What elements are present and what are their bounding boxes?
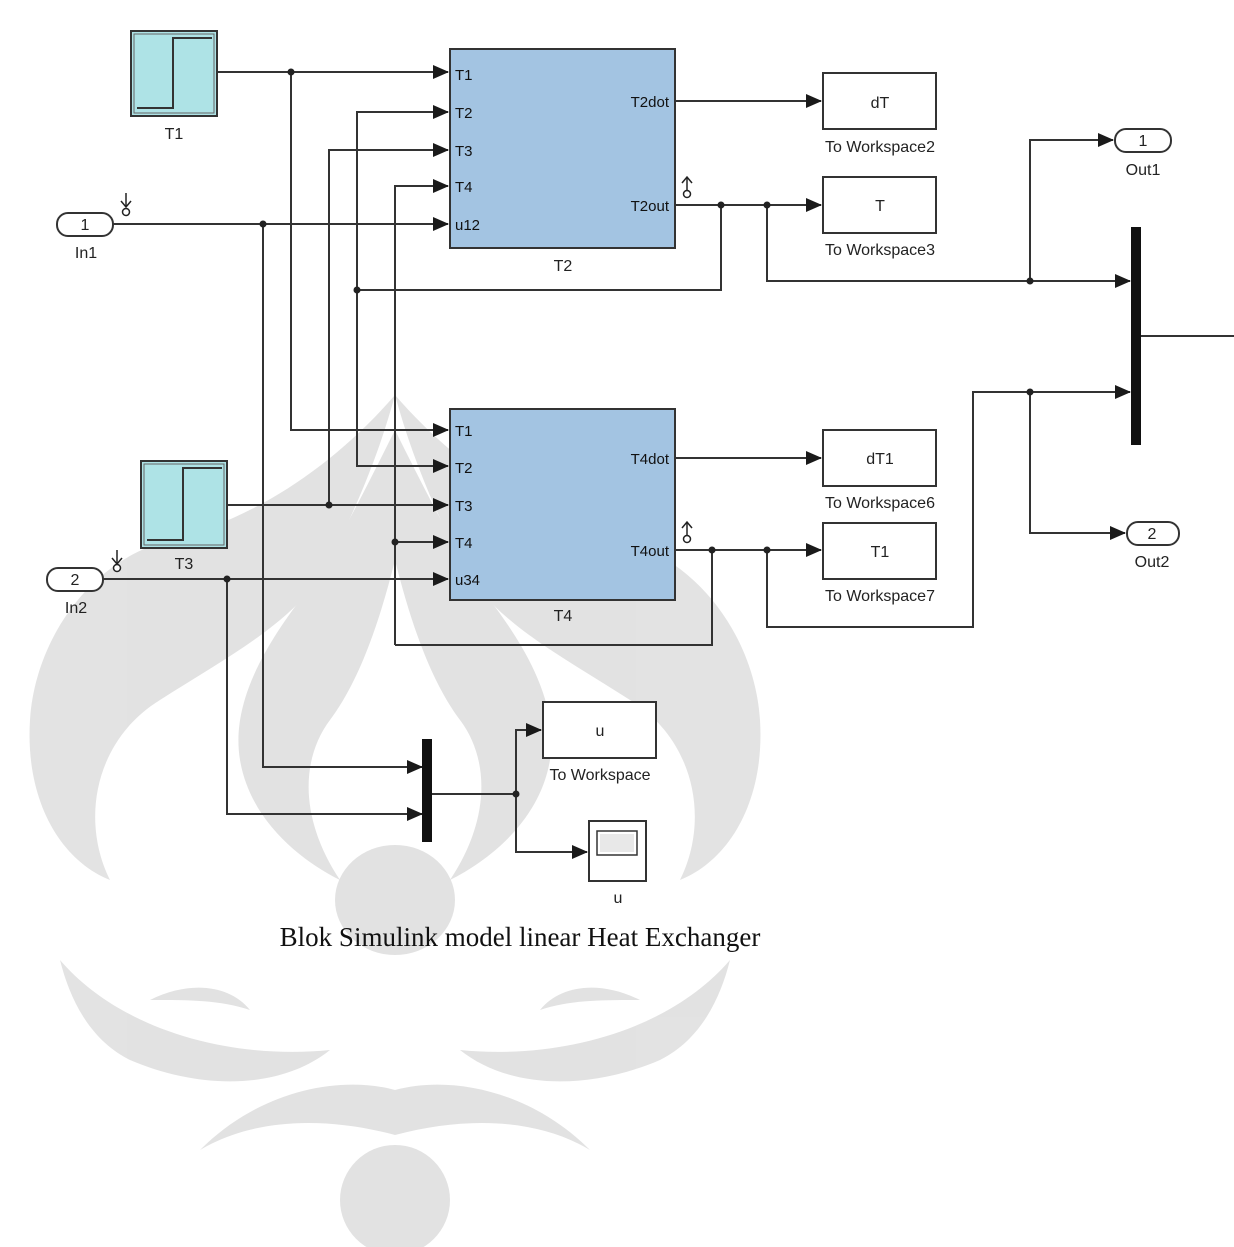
to-workspace-value: u xyxy=(596,723,605,740)
wire-t4out-to-mux xyxy=(766,385,1131,628)
subsystem-t4-name: T4 xyxy=(554,608,573,625)
in1-port-number: 1 xyxy=(81,217,90,234)
wire-t2out-feedback xyxy=(357,205,722,291)
subsystem-t2-out-1: T2dot xyxy=(631,94,670,111)
wire-t2out-to-mux xyxy=(766,205,1131,288)
out1-port-number: 1 xyxy=(1139,133,1148,150)
wire-t3-to-t2-t3 xyxy=(328,143,449,505)
wire-to-out1 xyxy=(1029,133,1114,281)
t1-source-block[interactable]: T1 xyxy=(130,30,218,143)
to-workspace6-name: To Workspace6 xyxy=(825,495,935,512)
wire-in1-to-mux xyxy=(262,224,423,774)
t3-source-label: T3 xyxy=(175,556,194,573)
testpoint-t2out xyxy=(681,175,693,199)
subsystem-t2-in-1: T1 xyxy=(455,67,473,84)
subsystem-t2[interactable]: T1 T2 T3 T4 u12 T2dot T2out T2 xyxy=(449,48,676,275)
t1-source-label: T1 xyxy=(165,126,184,143)
testpoint-t4out xyxy=(681,520,693,544)
in2-port[interactable]: 2 In2 xyxy=(46,567,104,617)
to-workspace7-name: To Workspace7 xyxy=(825,588,935,605)
subsystem-t4-in-2: T2 xyxy=(455,460,473,477)
wire-to-out2 xyxy=(1029,392,1126,540)
out1-port[interactable]: 1 Out1 xyxy=(1114,128,1172,179)
out2-port-number: 2 xyxy=(1148,526,1157,543)
subsystem-t4-in-5: u34 xyxy=(455,572,480,589)
figure-caption: Blok Simulink model linear Heat Exchange… xyxy=(279,922,761,952)
wire-t1-to-t4-t1 xyxy=(290,72,449,437)
to-workspace2-block[interactable]: dT To Workspace2 xyxy=(822,72,937,156)
to-workspace3-name: To Workspace3 xyxy=(825,242,935,259)
to-workspace-name: To Workspace xyxy=(549,767,650,784)
subsystem-t4-out-1: T4dot xyxy=(631,451,670,468)
subsystem-t2-in-5: u12 xyxy=(455,217,480,234)
to-workspace3-value: T xyxy=(875,198,885,215)
testpoint-in2 xyxy=(111,550,123,573)
to-workspace6-value: dT1 xyxy=(866,451,894,468)
to-workspace6-block[interactable]: dT1 To Workspace6 xyxy=(822,429,937,512)
wire-feedback-t2-t2 xyxy=(356,105,449,290)
junction-dots xyxy=(223,68,1034,798)
wire-t4out-feedback xyxy=(395,550,713,646)
wire-in2-to-mux xyxy=(226,579,423,821)
subsystem-t4-in-1: T1 xyxy=(455,423,473,440)
in1-port-name: In1 xyxy=(75,245,97,262)
to-workspace3-block[interactable]: T To Workspace3 xyxy=(822,176,937,259)
in2-port-number: 2 xyxy=(71,572,80,589)
t3-source-block[interactable]: T3 xyxy=(140,460,228,573)
subsystem-t2-in-3: T3 xyxy=(455,143,473,160)
in2-port-name: In2 xyxy=(65,600,87,617)
wire-mux-to-workspace xyxy=(432,723,542,795)
subsystem-t4[interactable]: T1 T2 T3 T4 u34 T4dot T4out T4 xyxy=(449,408,676,625)
in1-port[interactable]: 1 In1 xyxy=(56,212,114,262)
to-workspace2-value: dT xyxy=(871,95,890,112)
subsystem-t4-in-3: T3 xyxy=(455,498,473,515)
subsystem-t4-out-2: T4out xyxy=(631,543,670,560)
to-workspace7-value: T1 xyxy=(871,544,890,561)
mux-right[interactable] xyxy=(1131,227,1141,445)
subsystem-t2-in-4: T4 xyxy=(455,179,473,196)
signal-wires xyxy=(103,65,1234,859)
wire-feedback-t2-t4 xyxy=(394,179,449,645)
subsystem-t2-in-2: T2 xyxy=(455,105,473,122)
mux-bottom[interactable] xyxy=(422,739,432,842)
subsystem-t4-in-4: T4 xyxy=(455,535,473,552)
testpoint-in1 xyxy=(120,193,132,217)
wire-mux-to-scope xyxy=(515,794,588,859)
to-workspace-block[interactable]: u To Workspace xyxy=(542,701,657,784)
subsystem-t2-name: T2 xyxy=(554,258,573,275)
to-workspace7-block[interactable]: T1 To Workspace7 xyxy=(822,522,937,605)
wire-feedback-t4-t2 xyxy=(356,290,449,473)
out2-port[interactable]: 2 Out2 xyxy=(1126,521,1180,571)
to-workspace2-name: To Workspace2 xyxy=(825,139,935,156)
out2-port-name: Out2 xyxy=(1135,554,1170,571)
testpoint-markers xyxy=(111,175,693,573)
scope-block[interactable]: u xyxy=(588,820,647,907)
subsystem-t2-out-2: T2out xyxy=(631,198,670,215)
scope-name: u xyxy=(614,890,623,907)
out1-port-name: Out1 xyxy=(1126,162,1161,179)
